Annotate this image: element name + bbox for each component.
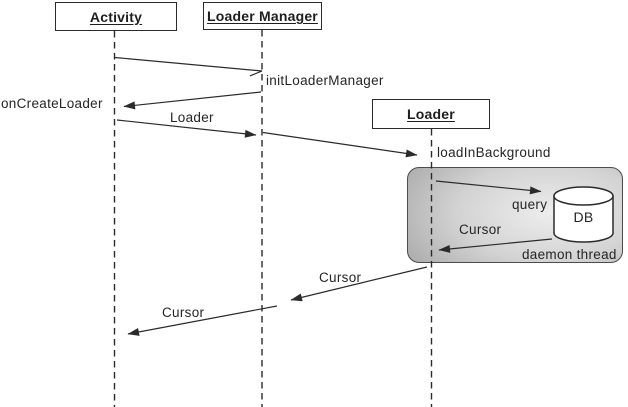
message-label-cursor-to-manager: Cursor <box>319 270 362 285</box>
message-label-loader: Loader <box>170 110 214 125</box>
actor-box-activity: Activity <box>55 2 177 31</box>
actor-label-loader-manager: Loader Manager <box>207 8 318 24</box>
actor-label-loader: Loader <box>407 106 455 122</box>
message-label-cursor-db: Cursor <box>459 222 502 237</box>
message-label-load-in-background: loadInBackground <box>437 145 551 160</box>
database-icon <box>553 186 614 243</box>
actor-box-loader: Loader <box>372 99 490 129</box>
arrow-cursor-to-activity <box>127 305 278 336</box>
message-label-cursor-to-activity: Cursor <box>162 305 205 320</box>
arrow-cursor-to-manager <box>290 266 428 302</box>
arrow-query <box>435 180 542 195</box>
arrow-load-in-background <box>262 131 418 158</box>
message-label-on-create-loader: onCreateLoader <box>1 96 103 111</box>
arrow-loader <box>116 119 257 138</box>
message-label-init-loader-manager: initLoaderManager <box>266 73 384 88</box>
arrow-init-loader-manager <box>114 56 263 77</box>
actor-label-activity: Activity <box>89 8 143 25</box>
actor-box-loader-manager: Loader Manager <box>203 2 322 30</box>
message-label-query: query <box>512 197 548 212</box>
database-label: DB <box>573 209 594 225</box>
arrow-on-create-loader <box>123 91 262 110</box>
arrow-cursor-db <box>438 238 553 253</box>
daemon-thread-label: daemon thread <box>522 247 617 262</box>
